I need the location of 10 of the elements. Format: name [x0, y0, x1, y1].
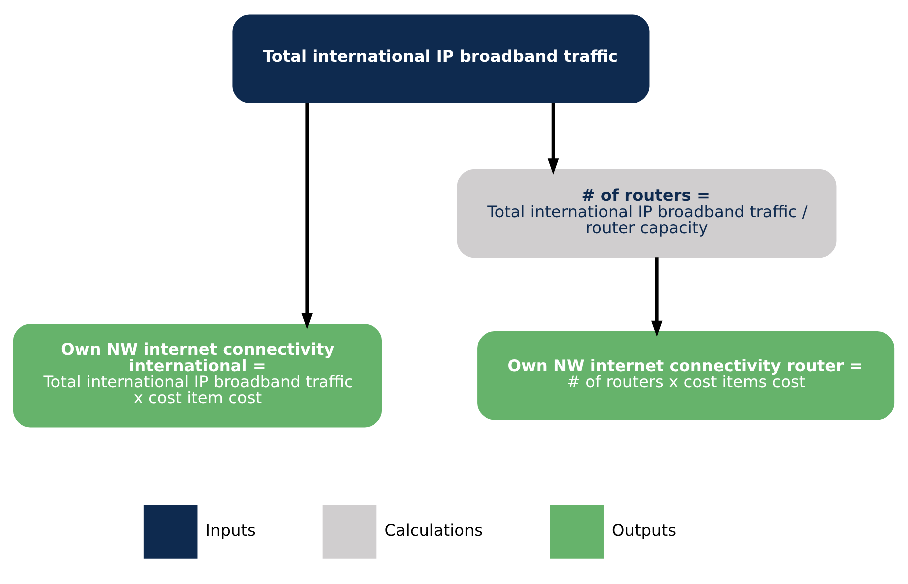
legend-label: Inputs [206, 520, 256, 540]
legend-label: Outputs [612, 520, 676, 540]
node-box: Own NW internet connectivity international = Total international IP broadband traffic x cost item cost [13, 324, 382, 428]
node-box: Total international IP broadband traffic [232, 14, 650, 103]
legend-label: Calculations [384, 520, 484, 540]
node-box: Own NW internet connectivity router = # of routers x cost items cost [478, 331, 895, 420]
arrow [302, 102, 314, 329]
arrow [651, 257, 663, 337]
node-box: # of routers = Total international IP broadband traffic / router capacity [457, 168, 837, 258]
arrow [548, 102, 560, 174]
